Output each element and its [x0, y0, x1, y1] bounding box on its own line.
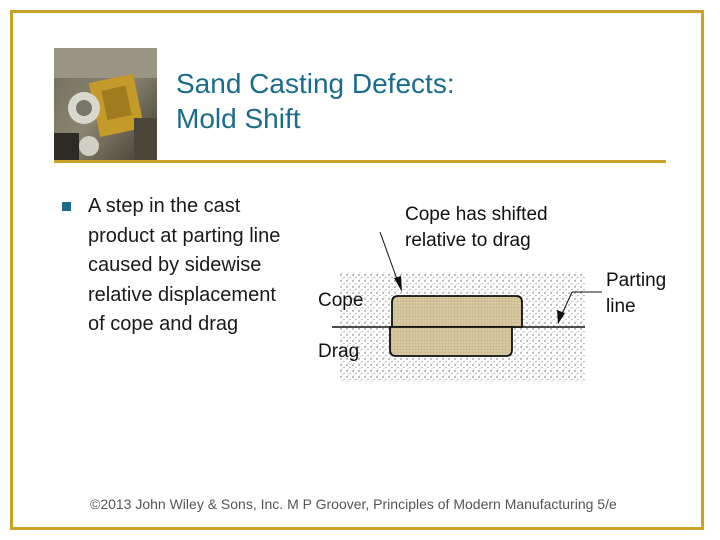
mold-shift-diagram: Cope has shifted relative to drag Partin… [318, 204, 666, 382]
parting-arrow-line-2 [561, 291, 573, 315]
casting-drag-part [389, 326, 513, 357]
bullet-text: A step in the cast product at parting li… [88, 195, 281, 335]
label-drag: Drag [318, 341, 359, 362]
label-cope: Cope [318, 290, 363, 311]
label-parting-line1: Parting [606, 270, 666, 291]
label-parting-line2: line [606, 296, 636, 317]
title-line-2: Mold Shift [176, 103, 301, 134]
copyright-footer: ©2013 John Wiley & Sons, Inc. M P Groove… [90, 496, 617, 512]
slide-frame [10, 10, 704, 530]
label-shift-line2: relative to drag [405, 230, 531, 251]
parting-arrow-head [557, 310, 565, 324]
label-shift-line1: Cope has shifted [405, 204, 548, 225]
shift-arrow-head [394, 276, 402, 292]
shift-arrow-line [379, 231, 399, 283]
title-underline [54, 160, 666, 163]
title-line-1: Sand Casting Defects: [176, 68, 455, 99]
casting-machinery-photo [54, 48, 157, 160]
casting-cope-part [391, 295, 523, 328]
bullet-square-icon [62, 202, 71, 211]
slide-title: Sand Casting Defects: Mold Shift [176, 66, 455, 136]
